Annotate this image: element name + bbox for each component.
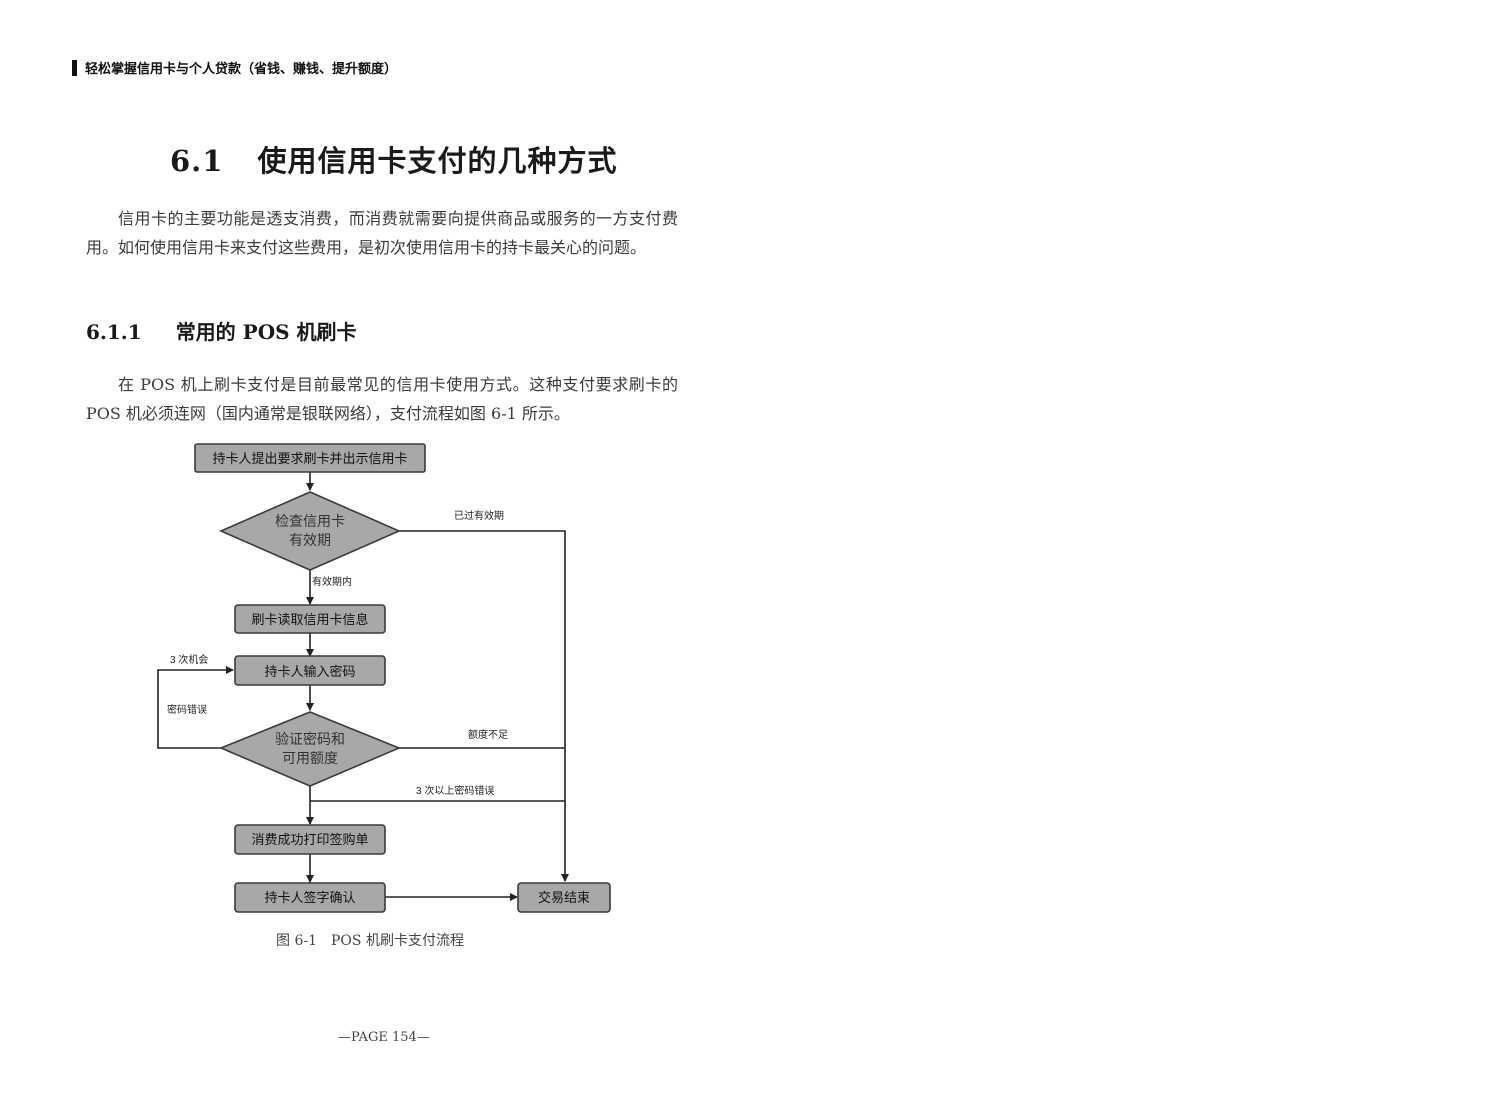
node-verify-label-1: 验证密码和 <box>275 731 345 748</box>
page-number: —PAGE 154— <box>338 1030 430 1045</box>
running-title: 轻松掌握信用卡与个人贷款（省钱、赚钱、提升额度） <box>85 62 398 77</box>
edge-label-three-chances: 3 次机会 <box>170 653 208 666</box>
pos-payment-flowchart: 持卡人提出要求刷卡并出示信用卡 检查信用卡 有效期 刷卡读取信用卡信息 持卡人输… <box>157 443 611 913</box>
node-sign-label: 持卡人签字确认 <box>264 890 355 905</box>
figure-number: 图 6-1 <box>276 933 317 949</box>
edge-check-end <box>399 530 569 882</box>
edge-label-wrong-password: 密码错误 <box>167 703 207 716</box>
edge-label-over-three: 3 次以上密码错误 <box>416 784 494 797</box>
node-end-box <box>517 882 611 913</box>
node-read-box <box>234 604 386 634</box>
node-sign-box <box>234 882 386 913</box>
running-header: 轻松掌握信用卡与个人贷款（省钱、赚钱、提升额度） <box>72 58 397 77</box>
node-check-label-1: 检查信用卡 <box>275 514 345 530</box>
subsection-number: 6.1.1 <box>86 320 142 344</box>
edge-verify-retry <box>157 666 234 749</box>
edge-label-valid: 有效期内 <box>312 575 352 588</box>
figure-caption-text: POS 机刷卡支付流程 <box>331 933 464 949</box>
node-start-box <box>194 443 426 473</box>
node-end-label: 交易结束 <box>538 890 590 905</box>
subsection-title-text: 常用的 POS 机刷卡 <box>175 320 357 344</box>
node-verify-label-2: 可用额度 <box>282 751 338 767</box>
node-success-label: 消费成功打印签购单 <box>251 832 368 847</box>
node-input-label: 持卡人输入密码 <box>264 664 355 679</box>
node-check-diamond <box>219 491 401 571</box>
header-bar <box>72 59 77 76</box>
subsection-title: 6.1.1 常用的 POS 机刷卡 <box>86 316 357 345</box>
node-start-label: 持卡人提出要求刷卡并出示信用卡 <box>212 451 407 466</box>
node-read-label: 刷卡读取信用卡信息 <box>251 612 368 627</box>
node-check-label-2: 有效期 <box>289 533 331 549</box>
node-input-box <box>234 655 386 686</box>
section-title-text: 使用信用卡支付的几种方式 <box>257 144 618 178</box>
section-title: 6.1 使用信用卡支付的几种方式 <box>170 138 617 180</box>
pos-paragraph: 在 POS 机上刷卡支付是目前最常见的信用卡使用方式。这种支付要求刷卡的 POS… <box>86 375 678 423</box>
edge-label-insufficient: 额度不足 <box>468 728 508 741</box>
intro-paragraph: 信用卡的主要功能是透支消费，而消费就需要向提供商品或服务的一方支付费用。如何使用… <box>86 209 678 257</box>
edge-label-expired: 已过有效期 <box>454 509 504 522</box>
section-number: 6.1 <box>170 144 224 178</box>
node-success-box <box>234 824 386 855</box>
node-verify-diamond <box>218 711 402 787</box>
figure-caption: 图 6-1 POS 机刷卡支付流程 <box>276 930 464 950</box>
